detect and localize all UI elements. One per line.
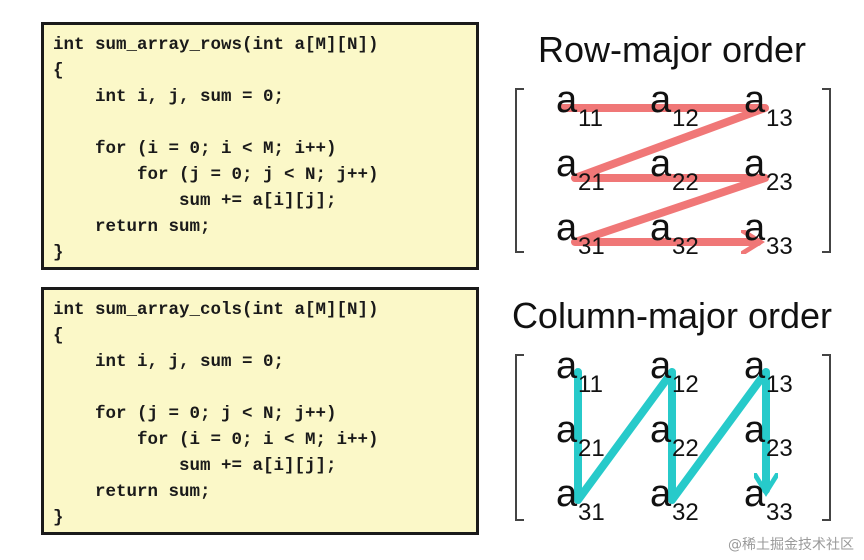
watermark: @稀土掘金技术社区 [728, 537, 854, 553]
svg-text:a: a [650, 207, 672, 249]
code-line: { [53, 61, 64, 81]
svg-text:32: 32 [672, 233, 699, 260]
svg-text:a: a [744, 345, 766, 387]
row-matrix-right-bracket [822, 88, 831, 253]
svg-text:a: a [744, 473, 766, 515]
svg-text:11: 11 [578, 105, 603, 132]
code-line: int i, j, sum = 0; [53, 352, 285, 372]
col-matrix-right-bracket [822, 354, 831, 521]
code-line: for (i = 0; i < M; i++) [53, 139, 337, 159]
row-major-title: Row-major order [538, 29, 806, 70]
code-line: int sum_array_rows(int a[M][N]) [53, 35, 379, 55]
code-line: int i, j, sum = 0; [53, 87, 285, 107]
svg-text:31: 31 [578, 499, 605, 526]
svg-text:a: a [556, 79, 578, 121]
col-matrix-left-bracket [515, 354, 524, 521]
svg-text:12: 12 [672, 105, 699, 132]
code-block-sum-array-rows: int sum_array_rows(int a[M][N]) { int i,… [41, 22, 479, 270]
svg-text:13: 13 [766, 371, 793, 398]
code-line: return sum; [53, 217, 211, 237]
svg-text:21: 21 [578, 435, 605, 462]
svg-text:22: 22 [672, 435, 699, 462]
svg-text:13: 13 [766, 105, 793, 132]
code-line: sum += a[i][j]; [53, 456, 337, 476]
svg-text:a: a [556, 207, 578, 249]
code-line: for (i = 0; i < M; i++) [53, 430, 379, 450]
svg-text:23: 23 [766, 169, 793, 196]
row-major-path-arrow [558, 104, 769, 242]
code-line: for (j = 0; j < N; j++) [53, 165, 379, 185]
svg-text:a: a [556, 345, 578, 387]
code-line: { [53, 326, 64, 346]
svg-text:32: 32 [672, 499, 699, 526]
svg-text:a: a [556, 473, 578, 515]
code-line: return sum; [53, 482, 211, 502]
svg-text:a: a [744, 79, 766, 121]
column-major-path-arrow [574, 368, 766, 504]
svg-text:a: a [650, 345, 672, 387]
svg-text:a: a [744, 207, 766, 249]
code-block-sum-array-cols: int sum_array_cols(int a[M][N]) { int i,… [41, 287, 479, 535]
svg-text:a: a [556, 143, 578, 185]
svg-text:a: a [650, 409, 672, 451]
code-line: int sum_array_cols(int a[M][N]) [53, 300, 379, 320]
svg-text:a: a [650, 143, 672, 185]
svg-text:a: a [744, 409, 766, 451]
svg-text:31: 31 [578, 233, 605, 260]
svg-text:21: 21 [578, 169, 605, 196]
svg-text:33: 33 [766, 499, 793, 526]
code-line: } [53, 243, 64, 263]
svg-text:a: a [650, 473, 672, 515]
code-line: sum += a[i][j]; [53, 191, 337, 211]
code-line: for (j = 0; j < N; j++) [53, 404, 337, 424]
column-major-title: Column-major order [512, 295, 832, 336]
svg-text:11: 11 [578, 371, 603, 398]
svg-text:a: a [650, 79, 672, 121]
svg-text:a: a [556, 409, 578, 451]
svg-text:23: 23 [766, 435, 793, 462]
svg-text:a: a [744, 143, 766, 185]
svg-text:22: 22 [672, 169, 699, 196]
code-line: } [53, 508, 64, 528]
svg-text:12: 12 [672, 371, 699, 398]
svg-text:33: 33 [766, 233, 793, 260]
row-matrix-left-bracket [515, 88, 524, 253]
